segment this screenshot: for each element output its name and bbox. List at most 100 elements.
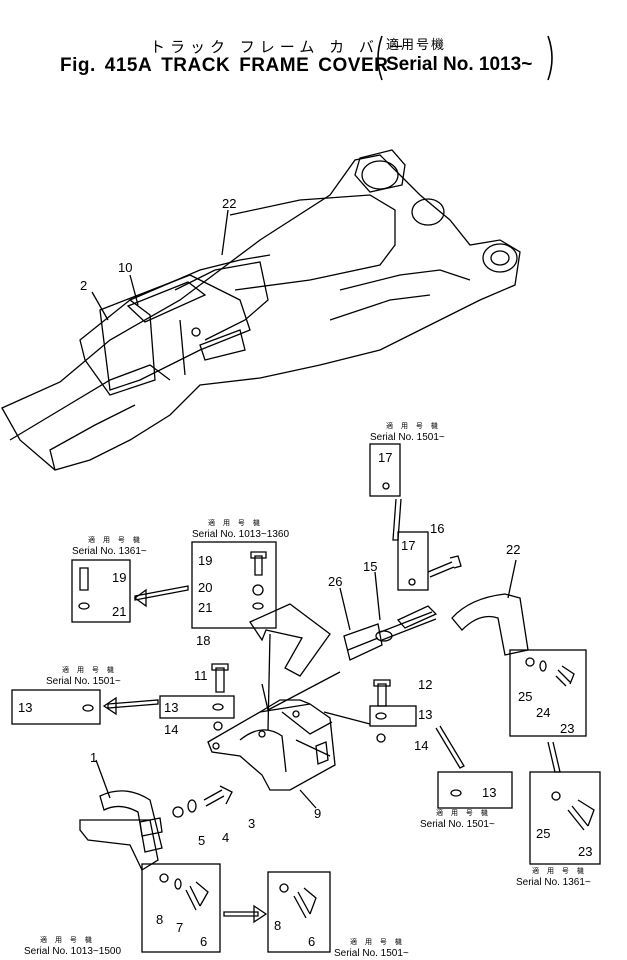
bracket-9 — [207, 671, 341, 791]
leader-22-right — [507, 559, 517, 599]
callout-9: 9 — [314, 806, 321, 821]
washer-21-left — [78, 602, 90, 610]
washer-20 — [252, 584, 264, 596]
callout-4: 4 — [222, 830, 229, 845]
callout-13-far-left: 13 — [18, 700, 32, 715]
note-19-21-main-serial: Serial No. 1013~1360 — [192, 529, 290, 540]
callout-13-lower-right: 13 — [482, 785, 496, 800]
box-19-21-left — [71, 559, 131, 623]
bolt-23 — [555, 665, 575, 687]
note-13-right-serial: Serial No. 1501~ — [420, 819, 495, 830]
bolt-17-lower — [408, 578, 416, 586]
callout-16: 16 — [430, 521, 444, 536]
parenthesis-brackets — [377, 35, 553, 81]
leader-10 — [129, 274, 139, 306]
box-13-left — [159, 695, 235, 719]
hatched-arrow-6 — [223, 911, 259, 917]
callout-18: 18 — [196, 633, 210, 648]
callout-2: 2 — [80, 278, 87, 293]
hatched-arrow-13-left — [107, 699, 159, 709]
box-17-lower — [397, 531, 429, 591]
callout-19-left: 19 — [112, 570, 126, 585]
note-19-21-left-jp: 適 用 号 機 — [88, 537, 143, 544]
callout-6-right: 6 — [308, 934, 315, 949]
note-6-right-serial: Serial No. 1501~ — [334, 948, 409, 959]
box-6-8 — [141, 863, 221, 953]
callout-23-upper: 23 — [560, 721, 574, 736]
note-17-jp: 適 用 号 機 — [386, 423, 441, 430]
bracket-26 — [343, 623, 383, 661]
callout-22-top: 22 — [222, 196, 236, 211]
callout-5: 5 — [198, 833, 205, 848]
note-23-right-serial: Serial No. 1361~ — [516, 877, 591, 888]
title-word-track: TRACK — [161, 55, 231, 76]
serial-range: Serial No. 1013~ — [386, 54, 533, 75]
box-23-25-lower — [529, 771, 601, 865]
callout-8-left: 8 — [156, 912, 163, 927]
track-frame-illustration — [1, 149, 521, 471]
bolt-16 — [427, 555, 462, 578]
washer-13-far-left — [82, 704, 94, 712]
washer-14-left — [213, 721, 223, 731]
box-13-right — [369, 705, 417, 727]
callout-21-main: 21 — [198, 600, 212, 615]
washer-25-lower — [551, 791, 561, 801]
box-17-upper — [369, 443, 401, 497]
callout-21-left: 21 — [112, 604, 126, 619]
callout-14-left: 14 — [164, 722, 178, 737]
title-word-frame: FRAME — [239, 55, 310, 76]
callout-10: 10 — [118, 260, 132, 275]
cover-22-right — [451, 593, 529, 656]
note-13-left: 適 用 号 機 Serial No. 1501~ — [46, 665, 121, 687]
note-19-21-left-serial: Serial No. 1361~ — [72, 546, 147, 557]
callout-20: 20 — [198, 580, 212, 595]
cover-1-tab — [139, 817, 163, 837]
callout-22-right: 22 — [506, 542, 520, 557]
washer-21 — [252, 602, 264, 610]
bolt-19-left — [79, 567, 89, 591]
leader-9-right — [323, 711, 371, 725]
washer-7 — [174, 878, 182, 890]
plate-18 — [249, 603, 331, 677]
bolt-6-right — [293, 887, 317, 919]
cover-1-plate — [79, 819, 159, 871]
bolt-23-lower — [567, 799, 595, 831]
pin-15 — [377, 611, 437, 641]
note-6-left-jp: 適 用 号 機 — [40, 937, 95, 944]
note-6-right: 適 用 号 機 Serial No. 1501~ — [334, 937, 409, 959]
washer-13-lower-right — [450, 789, 462, 797]
note-6-left-serial: Serial No. 1013~1500 — [24, 946, 122, 957]
bolt-12 — [373, 679, 391, 707]
note-13-left-serial: Serial No. 1501~ — [46, 676, 121, 687]
washer-8-right — [279, 883, 289, 893]
callout-12: 12 — [418, 677, 432, 692]
note-19-21-left: 適 用 号 機 Serial No. 1361~ — [72, 535, 147, 557]
callout-25-lower: 25 — [536, 826, 550, 841]
serial-label-jp: 適用号機 — [386, 38, 447, 53]
callout-17-upper: 17 — [378, 450, 392, 465]
leader-26 — [339, 587, 351, 631]
callout-15: 15 — [363, 559, 377, 574]
bolt-3 — [203, 785, 233, 807]
washer-24 — [539, 660, 547, 672]
callout-13-left: 13 — [164, 700, 178, 715]
note-6-right-jp: 適 用 号 機 — [350, 939, 405, 946]
callout-17-lower: 17 — [401, 538, 415, 553]
serial-applicability: 適用号機 Serial No. 1013~ — [372, 34, 562, 82]
bolt-17-upper — [382, 482, 390, 490]
washer-4 — [187, 799, 197, 813]
washer-5 — [172, 806, 184, 818]
hatched-arrow-13-right — [435, 725, 465, 769]
washer-14-right — [376, 733, 386, 743]
callout-14-right: 14 — [414, 738, 428, 753]
callout-26: 26 — [328, 574, 342, 589]
leader-18-down — [267, 633, 271, 731]
leader-15 — [374, 571, 381, 621]
arrow-head-13-left — [102, 696, 117, 716]
box-23-25 — [509, 649, 587, 737]
note-6-left: 適 用 号 機 Serial No. 1013~1500 — [24, 935, 121, 957]
callout-13-right: 13 — [418, 707, 432, 722]
box-6-8-right — [267, 871, 331, 953]
box-13-lower-right — [437, 771, 513, 809]
